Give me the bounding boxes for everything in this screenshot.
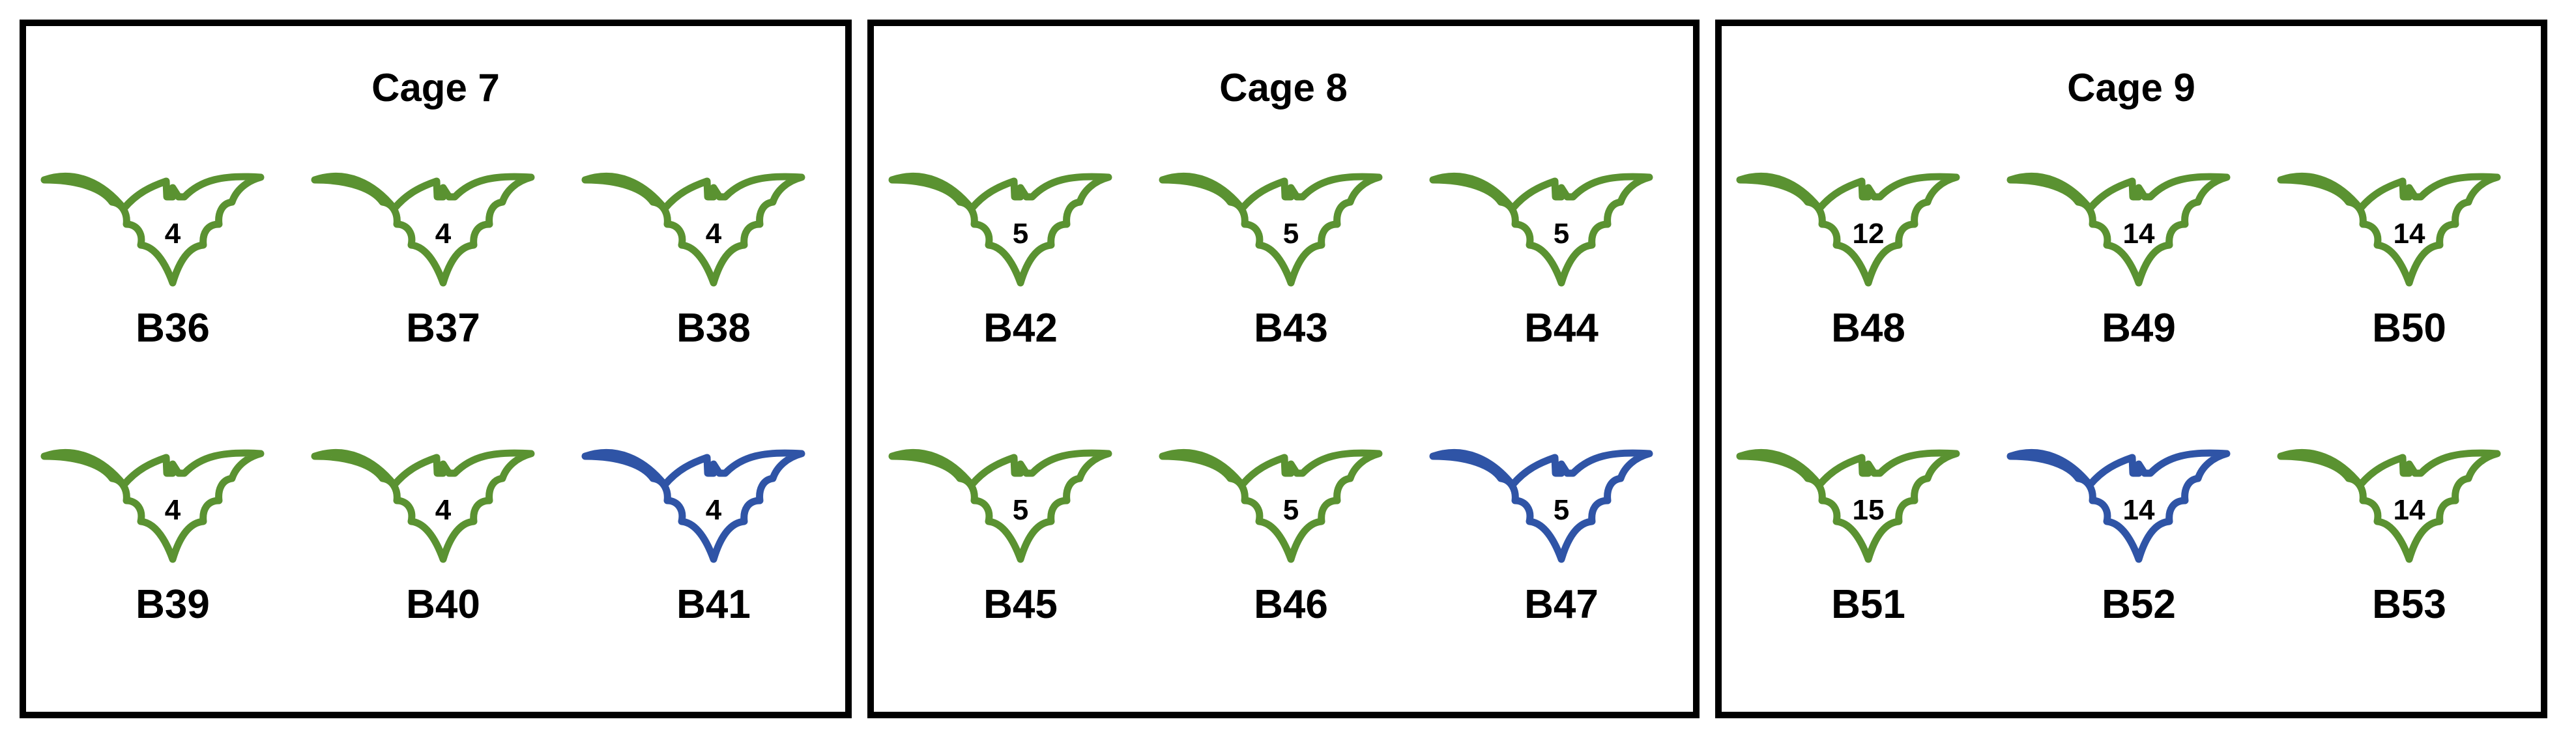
bat-count: 14 bbox=[2393, 218, 2425, 250]
cage-panel-9: Cage 9 12 B48 14 B49 14 B50 15 B51 14 B5… bbox=[1715, 20, 2547, 718]
bat-count: 4 bbox=[164, 218, 181, 250]
bat-B38: 4 B38 bbox=[580, 175, 847, 351]
bat-B41: 4 B41 bbox=[580, 451, 847, 627]
bat-count: 14 bbox=[2393, 494, 2425, 526]
bat-id-label: B43 bbox=[1254, 306, 1328, 351]
bat-count: 4 bbox=[435, 494, 452, 526]
bat-count: 5 bbox=[1012, 218, 1029, 250]
bat-B45: 5 B45 bbox=[887, 451, 1154, 627]
bat-id-label: B46 bbox=[1254, 582, 1328, 627]
bat-B52: 14 B52 bbox=[2005, 451, 2272, 627]
bat-B40: 4 B40 bbox=[310, 451, 577, 627]
bat-id-label: B38 bbox=[676, 306, 751, 351]
bat-count: 15 bbox=[1852, 494, 1885, 526]
bat-id-label: B37 bbox=[406, 306, 480, 351]
bat-count: 4 bbox=[705, 494, 722, 526]
bat-count: 4 bbox=[435, 218, 452, 250]
cage-panel-8: Cage 8 5 B42 5 B43 5 B44 5 B45 5 B46 5 B… bbox=[867, 20, 1700, 718]
bat-B47: 5 B47 bbox=[1428, 451, 1695, 627]
bat-B43: 5 B43 bbox=[1157, 175, 1425, 351]
bat-B53: 14 B53 bbox=[2276, 451, 2543, 627]
bat-id-label: B48 bbox=[1831, 306, 1905, 351]
bat-B48: 12 B48 bbox=[1735, 175, 2002, 351]
bat-B42: 5 B42 bbox=[887, 175, 1154, 351]
cage-title: Cage 8 bbox=[1219, 66, 1348, 110]
cage-panel-7: Cage 7 4 B36 4 B37 4 B38 4 B39 4 B40 4 B… bbox=[20, 20, 852, 718]
bat-id-label: B47 bbox=[1524, 582, 1599, 627]
bat-id-label: B41 bbox=[676, 582, 751, 627]
bat-B44: 5 B44 bbox=[1428, 175, 1695, 351]
bat-id-label: B53 bbox=[2372, 582, 2446, 627]
bat-id-label: B49 bbox=[2102, 306, 2176, 351]
bat-count: 4 bbox=[164, 494, 181, 526]
bat-count: 14 bbox=[2122, 218, 2155, 250]
bat-id-label: B45 bbox=[983, 582, 1058, 627]
bat-B39: 4 B39 bbox=[39, 451, 306, 627]
bat-count: 5 bbox=[1282, 494, 1299, 526]
bat-count: 14 bbox=[2122, 494, 2155, 526]
cage-title: Cage 7 bbox=[371, 66, 500, 110]
bat-id-label: B40 bbox=[406, 582, 480, 627]
bat-B50: 14 B50 bbox=[2276, 175, 2543, 351]
bat-id-label: B39 bbox=[136, 582, 210, 627]
bat-id-label: B50 bbox=[2372, 306, 2446, 351]
bat-count: 5 bbox=[1553, 494, 1570, 526]
bat-id-label: B42 bbox=[983, 306, 1058, 351]
bat-B49: 14 B49 bbox=[2005, 175, 2272, 351]
bat-count: 5 bbox=[1553, 218, 1570, 250]
bat-B46: 5 B46 bbox=[1157, 451, 1425, 627]
bat-count: 5 bbox=[1282, 218, 1299, 250]
bat-id-label: B44 bbox=[1524, 306, 1599, 351]
bat-id-label: B51 bbox=[1831, 582, 1905, 627]
bat-count: 12 bbox=[1852, 218, 1885, 250]
bat-count: 4 bbox=[705, 218, 722, 250]
bat-id-label: B52 bbox=[2102, 582, 2176, 627]
bat-B51: 15 B51 bbox=[1735, 451, 2002, 627]
bat-B37: 4 B37 bbox=[310, 175, 577, 351]
bat-id-label: B36 bbox=[136, 306, 210, 351]
bat-count: 5 bbox=[1012, 494, 1029, 526]
bat-B36: 4 B36 bbox=[39, 175, 306, 351]
cage-title: Cage 9 bbox=[2067, 66, 2195, 110]
